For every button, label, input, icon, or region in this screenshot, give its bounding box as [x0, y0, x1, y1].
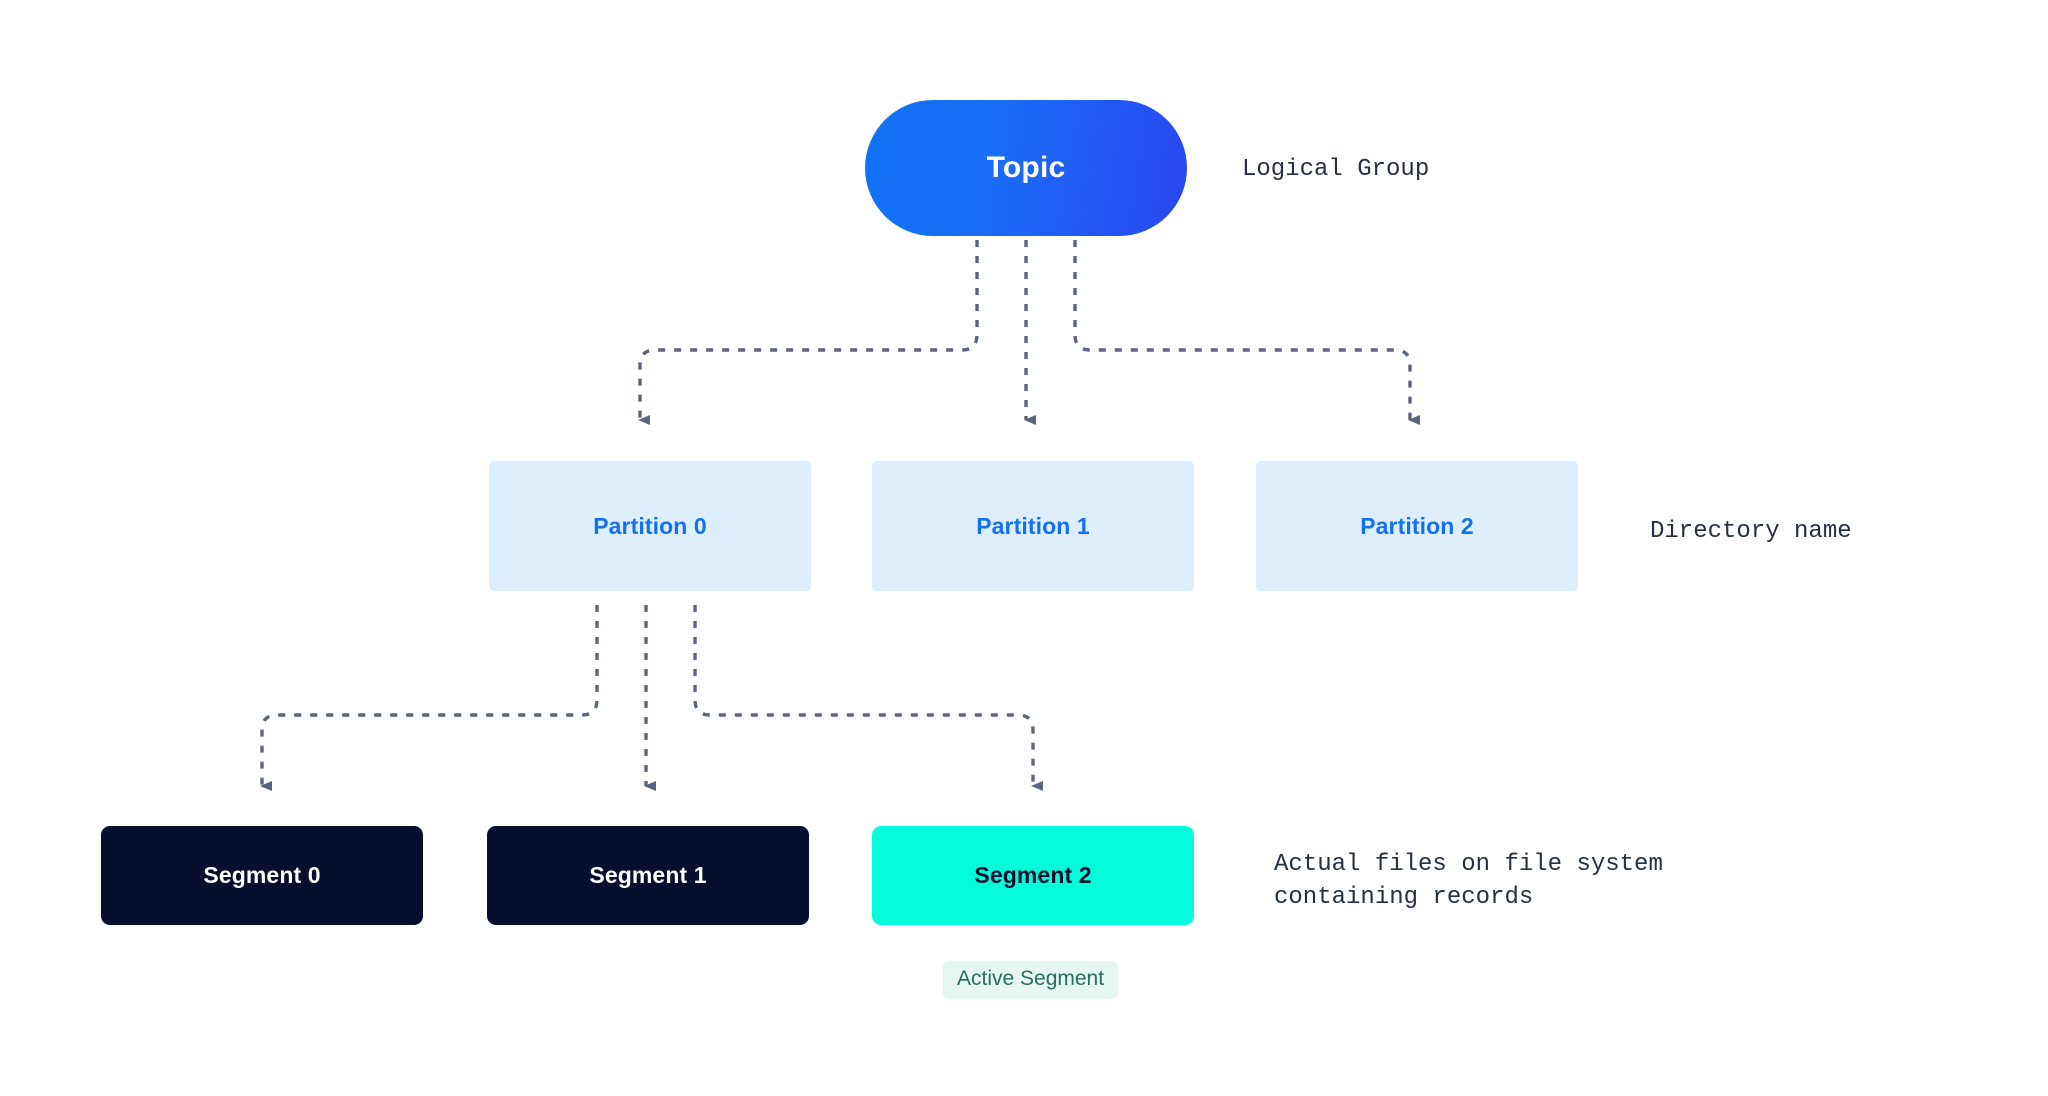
- partition-node-1[interactable]: Partition 1: [872, 461, 1194, 591]
- connector-partition0-segment-2: [693, 605, 1043, 791]
- topic-label: Topic: [986, 151, 1066, 184]
- segment-node-2[interactable]: Segment 2: [872, 826, 1194, 925]
- segment-annotation: Actual files on file system containing r…: [1274, 851, 1663, 911]
- active-segment-badge: Active Segment: [943, 961, 1119, 999]
- segment-node-1[interactable]: Segment 1: [487, 826, 809, 925]
- partition-label-0: Partition 0: [593, 512, 707, 539]
- partition-node-0[interactable]: Partition 0: [489, 461, 811, 591]
- partition-label-2: Partition 2: [1360, 512, 1474, 539]
- segment-label-2: Segment 2: [974, 862, 1092, 888]
- partition-annotation: Directory name: [1650, 518, 1852, 545]
- connector-partition0-segment-0: [260, 605, 599, 791]
- partition-label-1: Partition 1: [976, 512, 1090, 539]
- segment-label-0: Segment 0: [203, 862, 321, 888]
- connector-topic-partition-0: [638, 240, 979, 425]
- segment-node-0[interactable]: Segment 0: [101, 826, 423, 925]
- partition-node-2[interactable]: Partition 2: [1256, 461, 1578, 591]
- segment-label-1: Segment 1: [589, 862, 707, 888]
- connector-topic-partition-2: [1073, 240, 1420, 425]
- topic-node[interactable]: Topic: [865, 100, 1187, 236]
- topic-annotation: Logical Group: [1242, 156, 1430, 183]
